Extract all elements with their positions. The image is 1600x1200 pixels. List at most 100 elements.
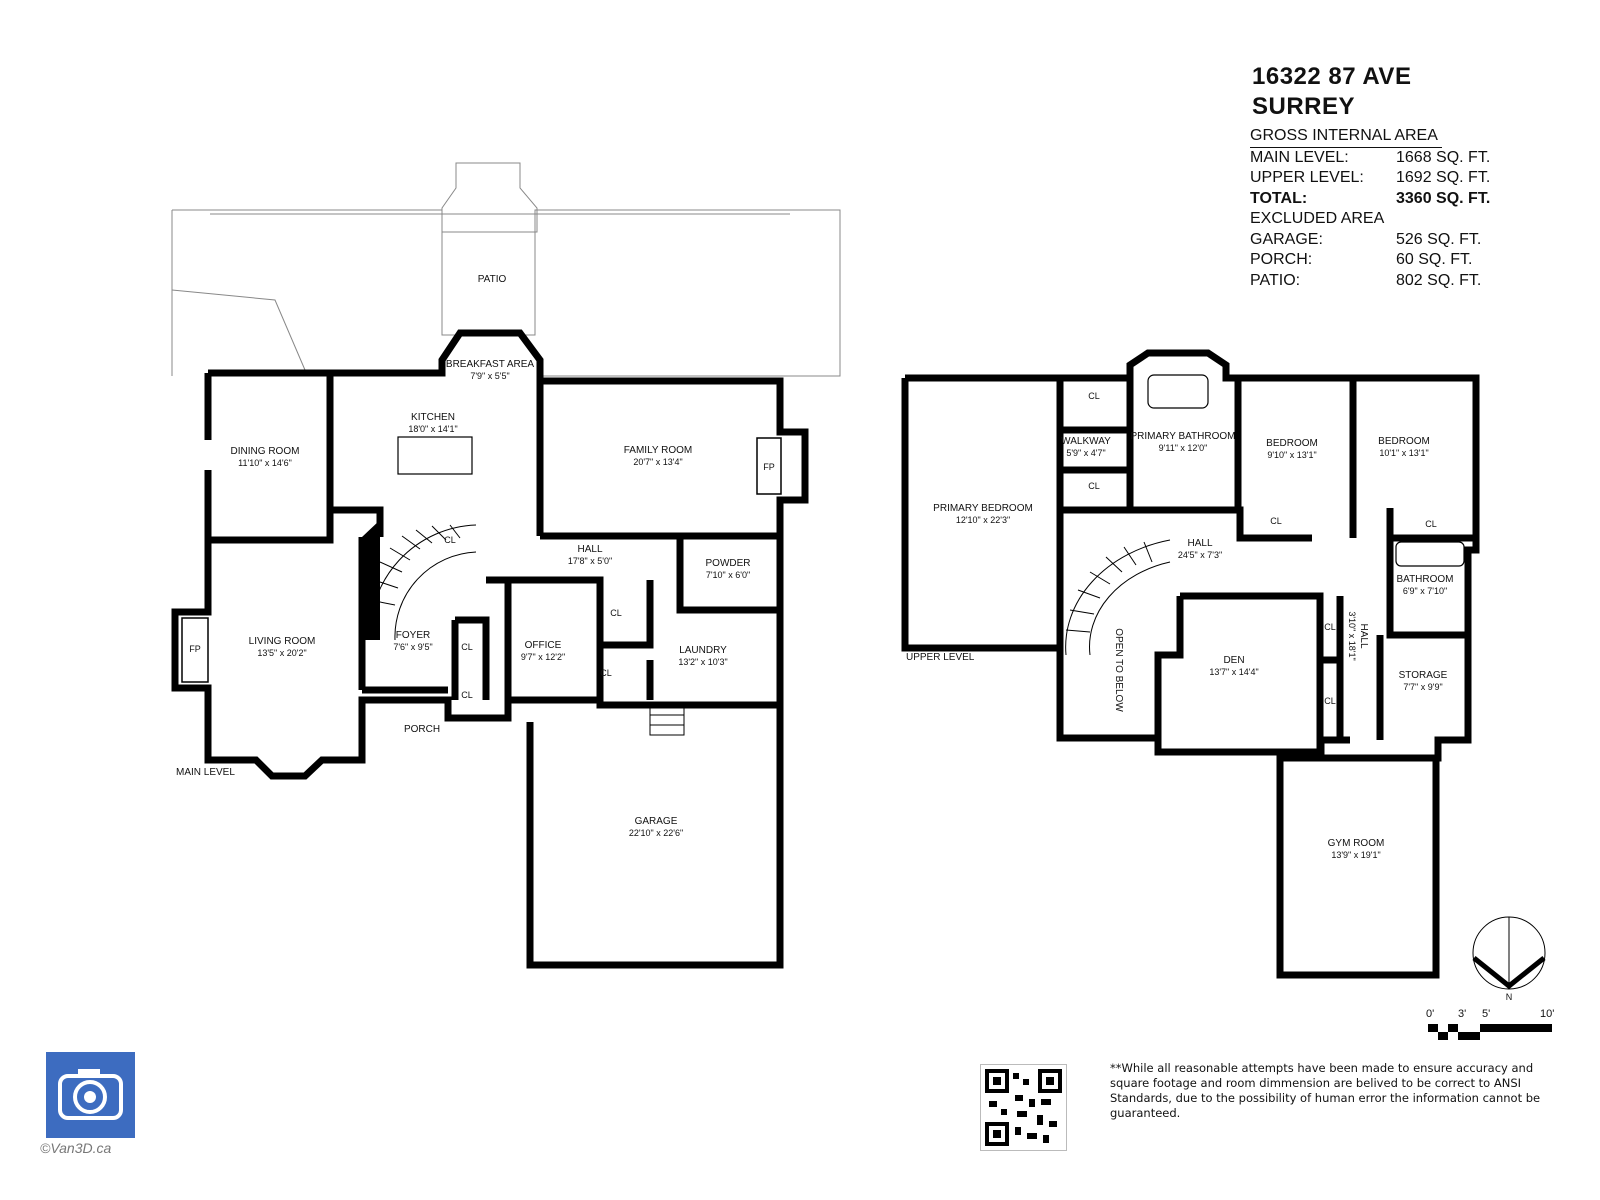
qr-code-icon: [980, 1064, 1067, 1151]
main-exterior-walls: [171, 329, 809, 969]
room-name-family: FAMILY ROOM: [624, 445, 693, 456]
upper-staircase: [1065, 539, 1171, 656]
closet-label: CL: [1088, 391, 1100, 401]
room-name-foyer: FOYER: [396, 630, 430, 641]
room-dim-garage: 22'10" x 22'6": [629, 828, 683, 838]
closet-label: CL: [444, 535, 456, 545]
address-line-1: 16322 87 AVE: [1252, 63, 1412, 90]
closet-label: CL: [461, 642, 473, 652]
room-name-gym: GYM ROOM: [1328, 838, 1385, 849]
room-name-bathroom: BATHROOM: [1396, 574, 1453, 585]
room-dim-bedroom-2: 10'1" x 13'1": [1379, 448, 1428, 458]
room-name-laundry: LAUNDRY: [679, 645, 727, 656]
compass-icon: [1472, 916, 1546, 990]
room-dim-walkway: 5'9" x 4'7": [1066, 448, 1105, 458]
garage-steps: [649, 704, 685, 736]
room-dim-powder: 7'10" x 6'0": [706, 570, 750, 580]
room-name-kitchen: KITCHEN: [411, 412, 455, 423]
disclaimer-text: **While all reasonable attempts have bee…: [1110, 1061, 1541, 1120]
room-dim-gym: 13'9" x 19'1": [1331, 850, 1380, 860]
room-name-garage: GARAGE: [635, 816, 678, 827]
room-name-primary-bedroom: PRIMARY BEDROOM: [933, 503, 1033, 514]
excluded-area-heading: EXCLUDED AREA: [1250, 210, 1385, 227]
area-label: TOTAL:: [1250, 189, 1308, 207]
room-name-office: OFFICE: [525, 640, 562, 651]
scale-bar: [1428, 1024, 1552, 1040]
area-row: MAIN LEVEL: 1668 SQ. FT.: [1250, 148, 1550, 169]
room-dim-bathroom: 6'9" x 7'10": [1403, 586, 1447, 596]
area-value: 1668 SQ. FT.: [1396, 148, 1491, 166]
room-name-bedroom-2: BEDROOM: [1378, 436, 1430, 447]
closet-label: CL: [461, 690, 473, 700]
room-name-powder: POWDER: [706, 558, 751, 569]
main-room-labels: PATIO BREAKFAST AREA 7'9" x 5'5" KITCHEN…: [176, 274, 775, 838]
closet-label: CL: [610, 608, 622, 618]
room-name-main-hall: HALL: [577, 544, 602, 555]
room-dim-living: 13'5" x 20'2": [257, 648, 306, 658]
area-label: MAIN LEVEL:: [1250, 148, 1349, 166]
room-name-bedroom-1: BEDROOM: [1266, 438, 1318, 449]
stair-wall: [362, 520, 380, 640]
area-value: 3360 SQ. FT.: [1396, 189, 1491, 207]
scale-label: 3': [1458, 1008, 1467, 1020]
room-name-dining: DINING ROOM: [231, 446, 300, 457]
room-dim-small-hall: 3'10" x 18'1": [1347, 611, 1357, 660]
main-level-plan: [171, 162, 841, 969]
area-value: 1692 SQ. FT.: [1396, 169, 1491, 186]
room-name-walkway: WALKWAY: [1061, 436, 1111, 447]
room-dim-laundry: 13'2" x 10'3": [678, 657, 727, 667]
upper-level-label: UPPER LEVEL: [906, 652, 975, 663]
excluded-label: PATIO:: [1250, 271, 1301, 289]
kitchen-island: [397, 436, 473, 475]
excluded-value: 802 SQ. FT.: [1396, 271, 1482, 289]
room-name-small-hall: HALL: [1358, 623, 1369, 648]
room-dim-main-hall: 17'8" x 5'0": [568, 556, 612, 566]
family-fireplace-icon: [756, 437, 782, 495]
room-name-porch: PORCH: [404, 724, 440, 735]
room-name-den: DEN: [1223, 655, 1244, 666]
room-dim-den: 13'7" x 14'4": [1209, 667, 1258, 677]
property-address: 16322 87 AVE SURREY: [1252, 62, 1411, 122]
area-label: UPPER LEVEL:: [1250, 169, 1364, 186]
room-dim-family: 20'7" x 13'4": [633, 457, 682, 467]
room-dim-primary-bath: 9'11" x 12'0": [1159, 443, 1208, 453]
room-name-breakfast: BREAKFAST AREA: [446, 359, 535, 370]
excluded-label: GARAGE:: [1250, 230, 1323, 248]
scale-label: 0': [1426, 1008, 1435, 1020]
patio-outline: [171, 162, 841, 377]
room-dim-bedroom-1: 9'10" x 13'1": [1267, 450, 1316, 460]
area-row-total: TOTAL: 3360 SQ. FT.: [1250, 189, 1550, 210]
upper-exterior-walls: [901, 349, 1480, 979]
room-dim-breakfast: 7'9" x 5'5": [470, 371, 509, 381]
area-summary: GROSS INTERNAL AREA MAIN LEVEL: 1668 SQ. …: [1250, 126, 1550, 291]
compass-north-label: N: [1506, 992, 1513, 1002]
closet-label: CL: [1270, 516, 1282, 526]
closet-label: CL: [1324, 696, 1336, 706]
closet-label: CL: [600, 668, 612, 678]
address-line-2: SURREY: [1252, 93, 1356, 120]
main-level-label: MAIN LEVEL: [176, 767, 235, 778]
room-name-upper-hall: HALL: [1187, 538, 1212, 549]
scale-labels: 0' 3' 5' 10': [1426, 1008, 1566, 1022]
excluded-row: GARAGE: 526 SQ. FT.: [1250, 230, 1550, 251]
excluded-value: 60 SQ. FT.: [1396, 251, 1473, 268]
room-name-storage: STORAGE: [1399, 670, 1448, 681]
copyright-text: ©Van3D.ca: [40, 1140, 112, 1156]
closet-label: CL: [1425, 519, 1437, 529]
room-dim-dining: 11'10" x 14'6": [238, 458, 292, 468]
closet-label: CL: [1324, 622, 1336, 632]
room-dim-office: 9'7" x 12'2": [521, 652, 565, 662]
room-dim-kitchen: 18'0" x 14'1": [408, 424, 457, 434]
fireplace-label: FP: [763, 462, 775, 472]
bathroom-tub-icon: [1395, 541, 1465, 567]
upper-room-labels: PRIMARY BEDROOM 12'10" x 22'3" WALKWAY 5…: [906, 391, 1512, 1002]
room-name-living: LIVING ROOM: [249, 636, 316, 647]
room-name-primary-bath: PRIMARY BATHROOM: [1130, 431, 1235, 442]
excluded-row: PATIO: 802 SQ. FT.: [1250, 271, 1550, 292]
excluded-value: 526 SQ. FT.: [1396, 230, 1482, 248]
upper-level-plan: [901, 349, 1480, 979]
gross-area-heading: GROSS INTERNAL AREA: [1250, 126, 1442, 148]
room-name-patio: PATIO: [478, 274, 507, 285]
excluded-label: PORCH:: [1250, 251, 1313, 268]
